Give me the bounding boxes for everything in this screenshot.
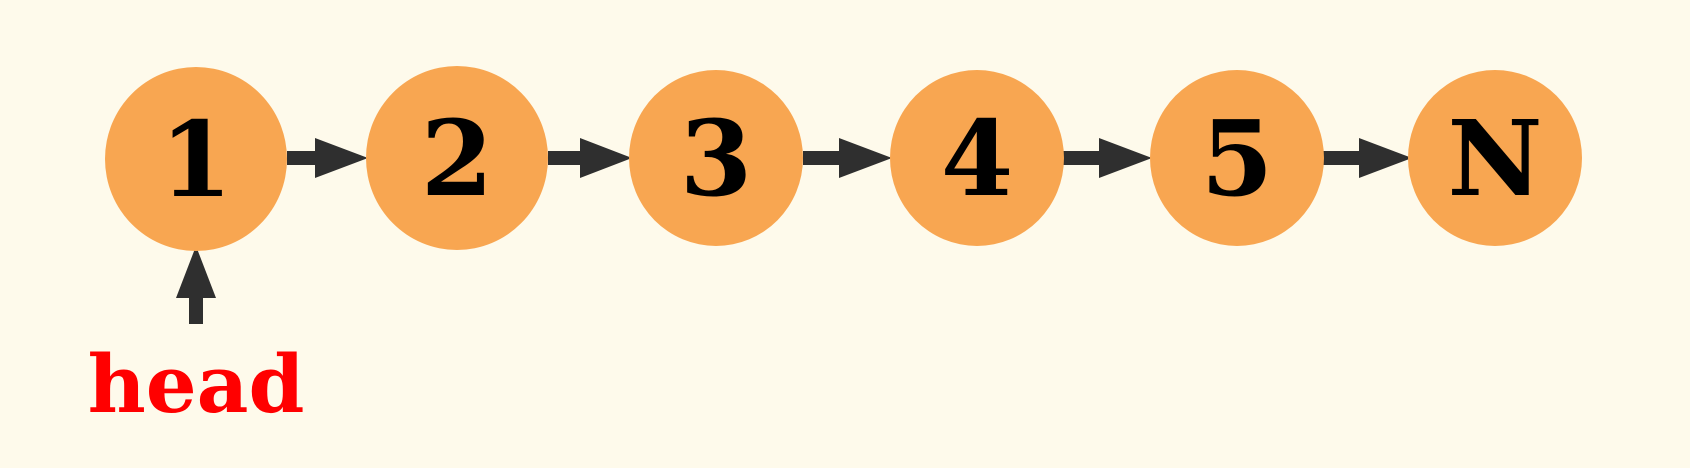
arrows-layer bbox=[176, 138, 1412, 324]
arrow-node-4-to-node-5 bbox=[1063, 138, 1152, 178]
arrow-node-2-to-node-3 bbox=[548, 138, 632, 178]
head-pointer-arrow bbox=[176, 246, 216, 324]
node-label: 3 bbox=[680, 97, 752, 220]
list-node-4: 4 bbox=[890, 70, 1064, 246]
node-label: 2 bbox=[421, 97, 493, 220]
node-label: 5 bbox=[1201, 97, 1273, 220]
arrow-node-1-to-node-2 bbox=[287, 138, 368, 178]
list-node-5: 5 bbox=[1150, 70, 1324, 246]
list-node-3: 3 bbox=[629, 70, 803, 246]
arrow-node-3-to-node-4 bbox=[803, 138, 892, 178]
node-label: 1 bbox=[160, 98, 232, 221]
head-label: head bbox=[88, 337, 305, 431]
list-node-2: 2 bbox=[366, 66, 548, 250]
node-label: 4 bbox=[941, 97, 1013, 220]
arrow-node-5-to-node-N bbox=[1323, 138, 1412, 178]
list-node-1: 1 bbox=[105, 67, 287, 251]
list-node-N: N bbox=[1408, 70, 1582, 246]
nodes-layer: 1 2 3 4 5 N bbox=[105, 66, 1582, 251]
node-label: N bbox=[1447, 97, 1542, 220]
